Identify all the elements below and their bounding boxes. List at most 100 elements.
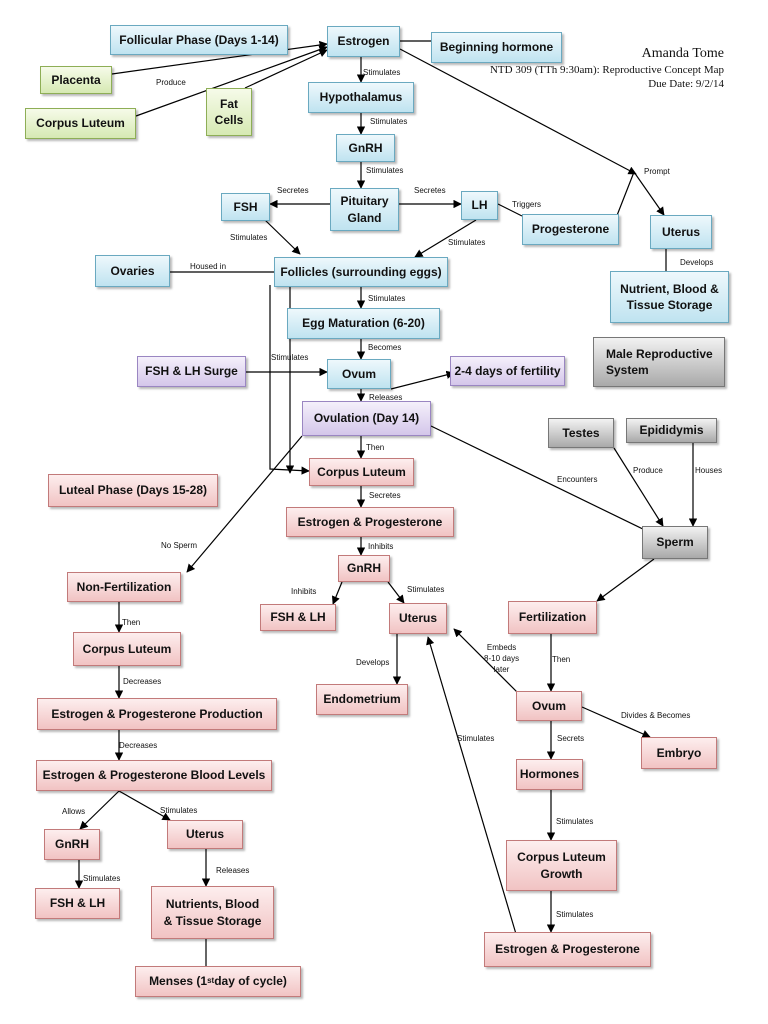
node-uterus-low: Uterus xyxy=(167,820,243,849)
label-secretes-ep: Secretes xyxy=(369,491,401,500)
node-fsh-lh-surge: FSH & LH Surge xyxy=(137,356,246,387)
label-stimulates-pituitary: Stimulates xyxy=(366,166,404,175)
edge-blood-gnrh xyxy=(79,790,120,830)
node-luteal-phase: Luteal Phase (Days 15-28) xyxy=(48,474,218,507)
edge-progesterone-prompt-uterus xyxy=(615,170,665,219)
due-date: Due Date: 9/2/14 xyxy=(648,78,724,90)
edge-ovum-uterus xyxy=(453,628,521,696)
edge-lh-progesterone xyxy=(497,203,523,217)
node-placenta: Placenta xyxy=(40,66,112,94)
node-fat-cells: Fat Cells xyxy=(206,88,252,136)
label-secretes-lh: Secretes xyxy=(414,186,446,195)
label-stimulates-uterus-low: Stimulates xyxy=(160,806,198,815)
node-ovum-low: Ovum xyxy=(516,691,582,721)
edge-gnrh-uterus xyxy=(387,581,405,604)
label-releases-top: Releases xyxy=(369,393,403,402)
edge-sperm-fertilization xyxy=(596,558,655,602)
node-beginning-hormone: Beginning hormone xyxy=(431,32,562,63)
label-stimulates-hypothalamus: Stimulates xyxy=(363,68,401,77)
edge-corpusluteum-estrogen xyxy=(135,45,328,117)
edge-lh-follicles xyxy=(414,219,477,258)
node-hypothalamus: Hypothalamus xyxy=(308,82,414,113)
node-ovum-mid: Ovum xyxy=(327,359,391,389)
node-follicular-phase: Follicular Phase (Days 1-14) xyxy=(110,25,288,55)
edge-fatcells-estrogen xyxy=(244,49,328,89)
label-develops-mid: Develops xyxy=(356,658,390,667)
edge-fsh-follicles xyxy=(264,219,301,255)
edge-placenta-estrogen xyxy=(111,40,328,75)
label-stimulates-uterus-back: Stimulates xyxy=(457,734,495,743)
node-ep-blood-levels: Estrogen & Progesterone Blood Levels xyxy=(36,760,272,791)
node-testes: Testes xyxy=(548,418,614,448)
edge-gnrh-fsh xyxy=(331,581,343,605)
node-ovulation: Ovulation (Day 14) xyxy=(302,401,431,436)
node-male-system: Male Reproductive System xyxy=(593,337,725,387)
node-fertilization: Fertilization xyxy=(508,601,597,634)
node-embryo: Embryo xyxy=(641,737,717,769)
edge-blood-uterus xyxy=(118,790,171,821)
label-encounters: Encounters xyxy=(557,475,598,484)
edge-ep-uterus-back xyxy=(426,636,517,935)
label-stimulates-lh: Stimulates xyxy=(448,238,486,247)
label-releases-low: Releases xyxy=(216,866,250,875)
label-stimulates-gnrh: Stimulates xyxy=(370,117,408,126)
node-non-fertilization: Non-Fertilization xyxy=(67,572,181,602)
label-houses: Houses xyxy=(695,466,723,475)
node-lh-top: LH xyxy=(461,191,498,220)
label-becomes: Becomes xyxy=(368,343,402,352)
node-nutrient-storage-top: Nutrient, Blood & Tissue Storage xyxy=(610,271,729,323)
label-housed-in: Housed in xyxy=(190,262,227,271)
menses-text-a: Menses (1 xyxy=(149,974,208,989)
label-stimulates-fsh-low: Stimulates xyxy=(83,874,121,883)
label-inhibits-gnrh: Inhibits xyxy=(368,542,394,551)
label-divides: Divides & Becomes xyxy=(621,711,691,720)
node-uterus-mid: Uterus xyxy=(389,603,447,634)
label-secretes-fsh: Secretes xyxy=(277,186,309,195)
node-egg-maturation: Egg Maturation (6-20) xyxy=(287,308,440,339)
label-produce: Produce xyxy=(156,78,186,87)
label-prompt: Prompt xyxy=(644,167,670,176)
edge-testes-sperm xyxy=(613,447,664,527)
node-corpus-luteum-mid: Corpus Luteum xyxy=(309,458,414,486)
node-estrogen: Estrogen xyxy=(327,26,400,57)
edge-ovum-embryo xyxy=(581,706,651,738)
node-ep-production: Estrogen & Progesterone Production xyxy=(37,698,277,730)
node-gnrh-mid: GnRH xyxy=(338,555,390,582)
node-sperm: Sperm xyxy=(642,526,708,559)
node-progesterone-top: Progesterone xyxy=(522,214,619,245)
node-fsh-lh-mid: FSH & LH xyxy=(260,604,336,631)
node-pituitary-gland: Pituitary Gland xyxy=(330,188,399,231)
label-then-top: Then xyxy=(366,443,385,452)
node-nutrients-low: Nutrients, Blood & Tissue Storage xyxy=(151,886,274,939)
menses-superscript: st xyxy=(207,976,215,986)
label-then-right: Then xyxy=(552,655,571,664)
node-ep-low: Estrogen & Progesterone xyxy=(484,932,651,967)
node-fsh-lh-low: FSH & LH xyxy=(35,888,120,919)
label-stimulates-ep-low: Stimulates xyxy=(556,910,594,919)
label-allows: Allows xyxy=(62,807,86,816)
label-no-sperm: No Sperm xyxy=(161,541,198,550)
node-endometrium: Endometrium xyxy=(316,684,408,715)
node-fsh-top: FSH xyxy=(221,193,270,221)
node-follicles: Follicles (surrounding eggs) xyxy=(274,257,448,287)
node-gnrh-low: GnRH xyxy=(44,829,100,860)
node-ep-mid: Estrogen & Progesterone xyxy=(286,507,454,537)
label-decreases-1: Decreases xyxy=(123,677,162,686)
label-inhibits-fsh: Inhibits xyxy=(291,587,317,596)
edge-estrogen-prompt xyxy=(399,48,637,175)
node-gnrh-top: GnRH xyxy=(336,134,395,162)
author-name: Amanda Tome xyxy=(641,46,724,61)
label-stimulates-fsh: Stimulates xyxy=(230,233,268,242)
node-hormones: Hormones xyxy=(516,759,583,790)
menses-text-b: day of cycle) xyxy=(214,974,287,989)
node-uterus-top: Uterus xyxy=(650,215,712,249)
label-triggers: Triggers xyxy=(512,200,542,209)
label-secrets: Secrets xyxy=(557,734,585,743)
edge-ovum-fertility xyxy=(390,370,455,390)
edge-follicles-corpusluteum xyxy=(269,285,310,475)
label-stimulates-uterus-mid: Stimulates xyxy=(407,585,445,594)
label-decreases-2: Decreases xyxy=(119,741,158,750)
course-title: NTD 309 (TTh 9:30am): Reproductive Conce… xyxy=(489,64,724,76)
